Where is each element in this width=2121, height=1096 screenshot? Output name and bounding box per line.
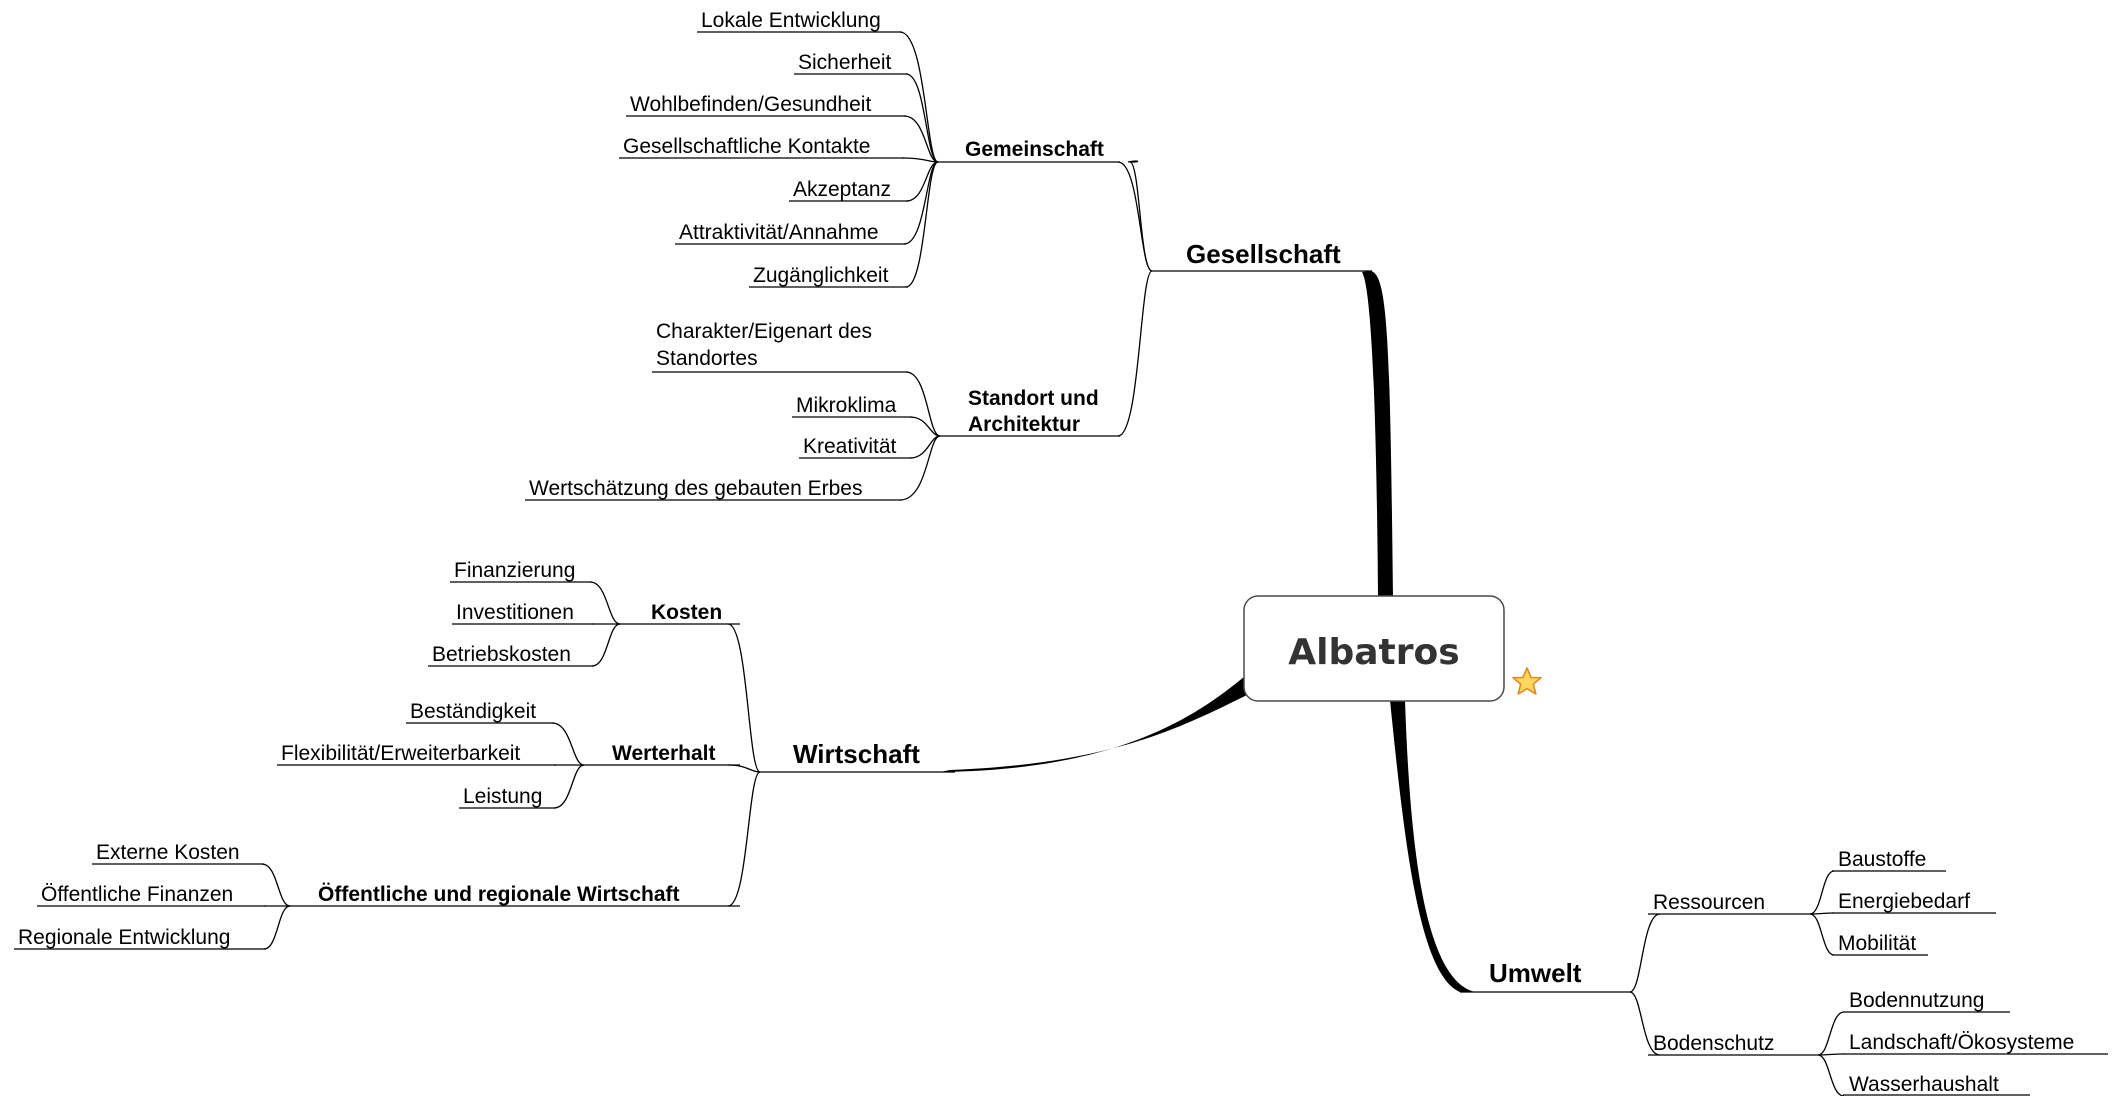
subtopic-werterhalt[interactable]: Werterhalt [584, 742, 740, 766]
subtopic-kosten-label: Kosten [651, 601, 722, 624]
leaf-zugaenglichkeit: Zugänglichkeit [753, 264, 889, 287]
topic-umwelt[interactable]: Umwelt [1460, 958, 1630, 993]
leaf-gesellschaftliche-kontakte: Gesellschaftliche Kontakte [623, 135, 870, 158]
leaf-wohlbefinden: Wohlbefinden/Gesundheit [630, 93, 871, 116]
bodenschutz-leaves: Bodennutzung Landschaft/Ökosysteme Wasse… [1817, 989, 2108, 1096]
leaf-mobilitaet: Mobilität [1838, 932, 1916, 955]
oeffentliche-leaves: Externe Kosten Öffentliche Finanzen Regi… [14, 841, 291, 950]
subtopic-gemeinschaft-label: Gemeinschaft [965, 138, 1104, 161]
subtopic-gemeinschaft[interactable]: Gemeinschaft [938, 138, 1120, 163]
leaf-flexibilitaet: Flexibilität/Erweiterbarkeit [281, 742, 520, 765]
gemeinschaft-leaves: Lokale Entwicklung Sicherheit Wohlbefind… [619, 9, 939, 288]
leaf-landschaft: Landschaft/Ökosysteme [1849, 1031, 2074, 1054]
star-icon [1512, 667, 1542, 695]
subtopic-bodenschutz-label: Bodenschutz [1653, 1032, 1774, 1055]
leaf-attraktivitaet: Attraktivität/Annahme [679, 221, 879, 244]
topic-umwelt-label: Umwelt [1489, 958, 1582, 988]
leaf-kreativitaet: Kreativität [803, 435, 897, 458]
ressourcen-leaves: Baustoffe Energiebedarf Mobilität [1809, 848, 1996, 956]
leaf-finanzierung: Finanzierung [454, 559, 575, 582]
subtopic-werterhalt-label: Werterhalt [612, 742, 715, 765]
leaf-lokale-entwicklung: Lokale Entwicklung [701, 9, 881, 32]
leaf-mikroklima: Mikroklima [796, 394, 897, 417]
subtopic-kosten[interactable]: Kosten [620, 601, 740, 625]
root-title: Albatros [1288, 632, 1459, 673]
leaf-baustoffe: Baustoffe [1838, 848, 1926, 871]
root-node[interactable]: Albatros [1243, 595, 1505, 702]
branch-gesellschaft-connector [1362, 271, 1393, 596]
standort-leaves: Charakter/Eigenart des Standortes Mikrok… [525, 320, 941, 501]
kosten-leaves: Finanzierung Investitionen Betriebskoste… [428, 559, 621, 667]
leaf-charakter-1: Charakter/Eigenart des [656, 320, 872, 343]
leaf-charakter-2: Standortes [656, 347, 758, 370]
leaf-investitionen: Investitionen [456, 601, 574, 624]
subtopic-ressourcen-label: Ressourcen [1653, 891, 1765, 914]
subtopic-bodenschutz[interactable]: Bodenschutz [1648, 1032, 1818, 1056]
leaf-wasserhaushalt: Wasserhaushalt [1849, 1073, 1999, 1096]
topic-wirtschaft[interactable]: Wirtschaft [760, 739, 955, 773]
branch-umwelt-connector [1390, 700, 1475, 992]
branch-wirtschaft-connector [940, 676, 1247, 772]
leaf-bestaendigkeit: Beständigkeit [410, 700, 536, 723]
subtopic-oeffentliche-wirtschaft[interactable]: Öffentliche und regionale Wirtschaft [290, 883, 740, 907]
leaf-externe-kosten: Externe Kosten [96, 841, 240, 864]
subtopic-oeffentliche-label: Öffentliche und regionale Wirtschaft [318, 883, 680, 906]
leaf-bodennutzung: Bodennutzung [1849, 989, 1984, 1012]
subtopic-standort-label-1: Standort und [968, 387, 1099, 410]
leaf-energiebedarf: Energiebedarf [1838, 890, 1970, 913]
leaf-sicherheit: Sicherheit [798, 51, 892, 74]
leaf-betriebskosten: Betriebskosten [432, 643, 571, 666]
subtopic-standort-label-2: Architektur [968, 413, 1080, 436]
topic-gesellschaft-label: Gesellschaft [1186, 239, 1341, 269]
topic-gesellschaft[interactable]: Gesellschaft [1152, 239, 1372, 272]
leaf-wertschaetzung: Wertschätzung des gebauten Erbes [529, 477, 863, 500]
subtopic-ressourcen[interactable]: Ressourcen [1648, 891, 1810, 915]
subtopic-standort-architektur[interactable]: Standort und Architektur [940, 387, 1120, 437]
leaf-leistung: Leistung [463, 785, 542, 808]
werterhalt-leaves: Beständigkeit Flexibilität/Erweiterbarke… [277, 700, 585, 809]
topic-wirtschaft-label: Wirtschaft [793, 739, 920, 769]
leaf-oeffentliche-finanzen: Öffentliche Finanzen [41, 883, 233, 906]
leaf-regionale-entwicklung: Regionale Entwicklung [18, 926, 230, 949]
leaf-akzeptanz: Akzeptanz [793, 178, 891, 201]
